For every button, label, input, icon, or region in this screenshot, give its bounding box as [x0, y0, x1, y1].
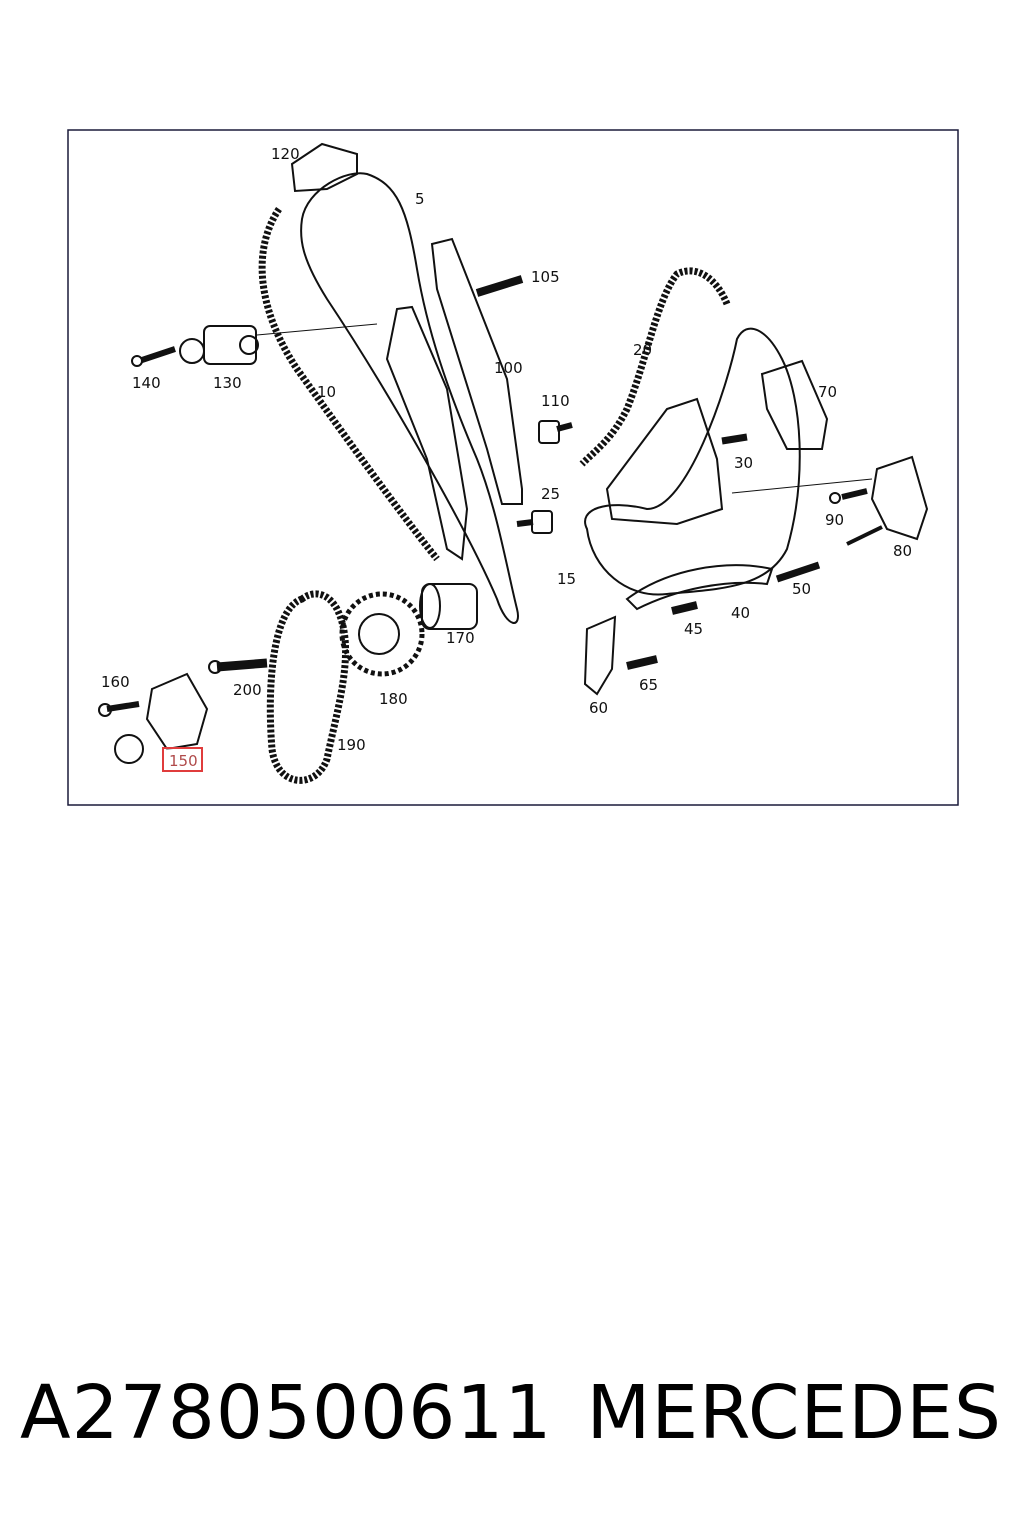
- callout-15: 15: [557, 570, 577, 588]
- callout-180: 180: [379, 690, 408, 708]
- callout-105: 105: [531, 268, 560, 286]
- callout-20: 20: [633, 341, 653, 359]
- part-number: A2780500611: [20, 1370, 553, 1456]
- callout-150-highlighted[interactable]: 150: [162, 747, 203, 772]
- callout-80: 80: [893, 542, 913, 560]
- callout-70: 70: [818, 383, 838, 401]
- callout-25: 25: [541, 485, 561, 503]
- callout-40: 40: [731, 604, 751, 622]
- callout-50: 50: [792, 580, 812, 598]
- callout-30: 30: [734, 454, 754, 472]
- callout-65: 65: [639, 676, 659, 694]
- callout-190: 190: [337, 736, 366, 754]
- callout-160: 160: [101, 673, 130, 691]
- callout-100: 100: [494, 359, 523, 377]
- callout-110: 110: [541, 392, 570, 410]
- parts-diagram-drawing: [67, 129, 959, 806]
- parts-diagram: 120 5 105 140 130 10 100 110 20 70 30 25…: [67, 129, 959, 806]
- callout-45: 45: [684, 620, 704, 638]
- callout-60: 60: [589, 699, 609, 717]
- callout-120: 120: [271, 145, 300, 163]
- brand-name: MERCEDES: [586, 1370, 1002, 1456]
- callout-170: 170: [446, 629, 475, 647]
- footer: A2780500611 MERCEDES: [0, 1370, 1024, 1480]
- callout-5: 5: [415, 190, 425, 208]
- callout-130: 130: [213, 374, 242, 392]
- callout-10: 10: [317, 383, 337, 401]
- callout-200: 200: [233, 681, 262, 699]
- callout-140: 140: [132, 374, 161, 392]
- callout-90: 90: [825, 511, 845, 529]
